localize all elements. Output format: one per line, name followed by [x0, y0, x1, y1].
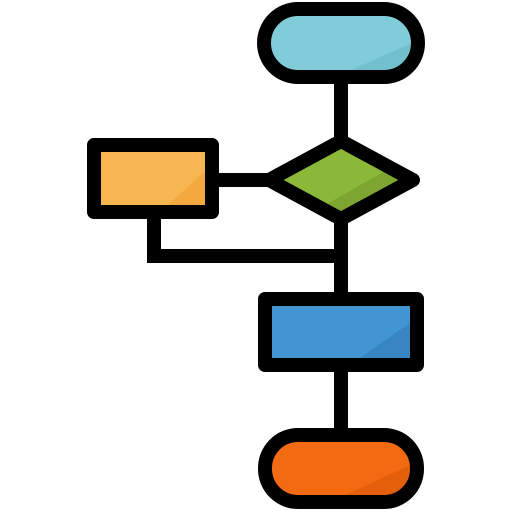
- connectors: [147, 78, 348, 434]
- end-terminal: [258, 428, 424, 509]
- side-process-box: [87, 138, 219, 219]
- process-box: [258, 292, 424, 372]
- decision-diamond: [262, 134, 420, 226]
- connector-side-process-loop: [147, 212, 341, 263]
- start-terminal: [257, 2, 425, 84]
